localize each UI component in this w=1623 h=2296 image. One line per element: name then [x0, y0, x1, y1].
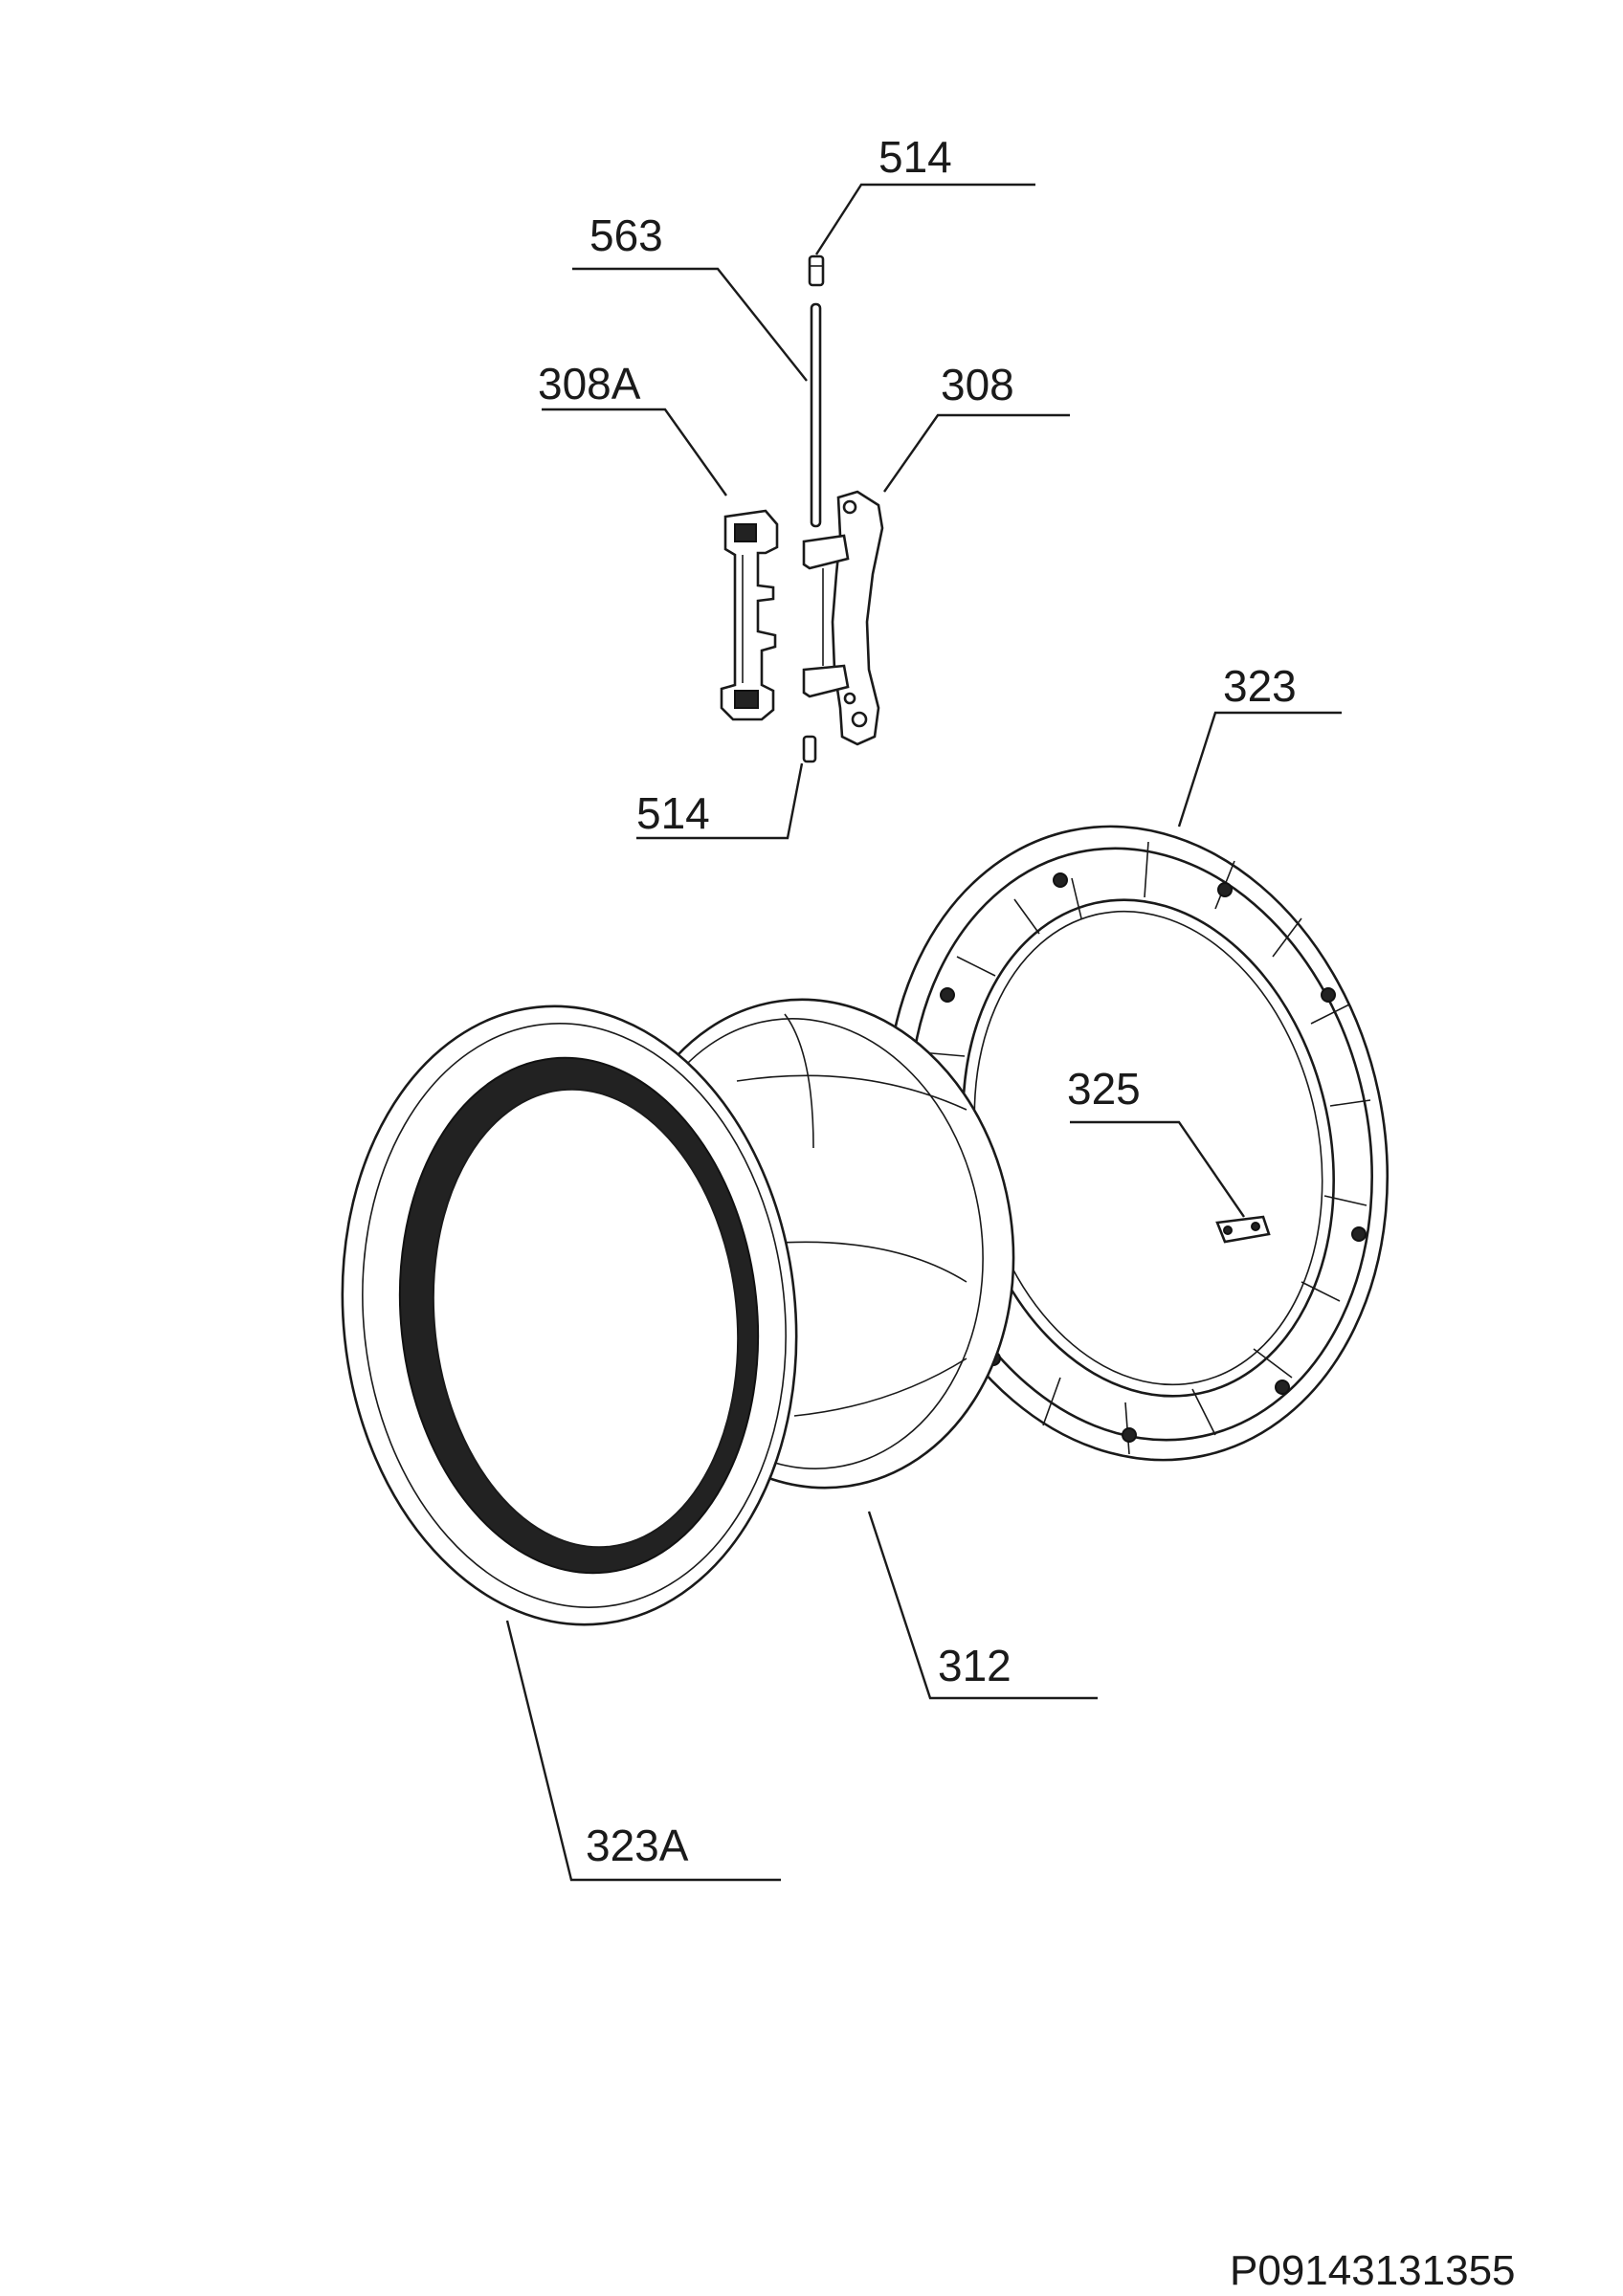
callout-312: 312: [938, 1641, 1012, 1690]
callout-308A: 308A: [538, 359, 641, 408]
callout-514-top: 514: [878, 132, 952, 182]
inner-door-frame-323[interactable]: [829, 780, 1445, 1508]
hinge-pin-563[interactable]: [810, 302, 822, 528]
callout-323: 323: [1223, 661, 1297, 711]
hinge-bracket-308A[interactable]: [720, 509, 779, 721]
document-id: P09143131355: [1230, 2247, 1516, 2294]
door-latch-325[interactable]: [1215, 1215, 1271, 1244]
screw-514-bottom[interactable]: [802, 735, 817, 763]
screw-514-top[interactable]: [808, 254, 825, 287]
leader-lines: [505, 183, 1342, 1882]
hinge-arm-308[interactable]: [802, 490, 884, 746]
callout-323A: 323A: [586, 1821, 689, 1870]
callout-514-bottom: 514: [636, 788, 710, 838]
outer-door-ring-323A[interactable]: [312, 983, 826, 1647]
callout-308: 308: [941, 360, 1014, 409]
callout-325: 325: [1067, 1064, 1141, 1114]
callout-563: 563: [589, 210, 663, 260]
